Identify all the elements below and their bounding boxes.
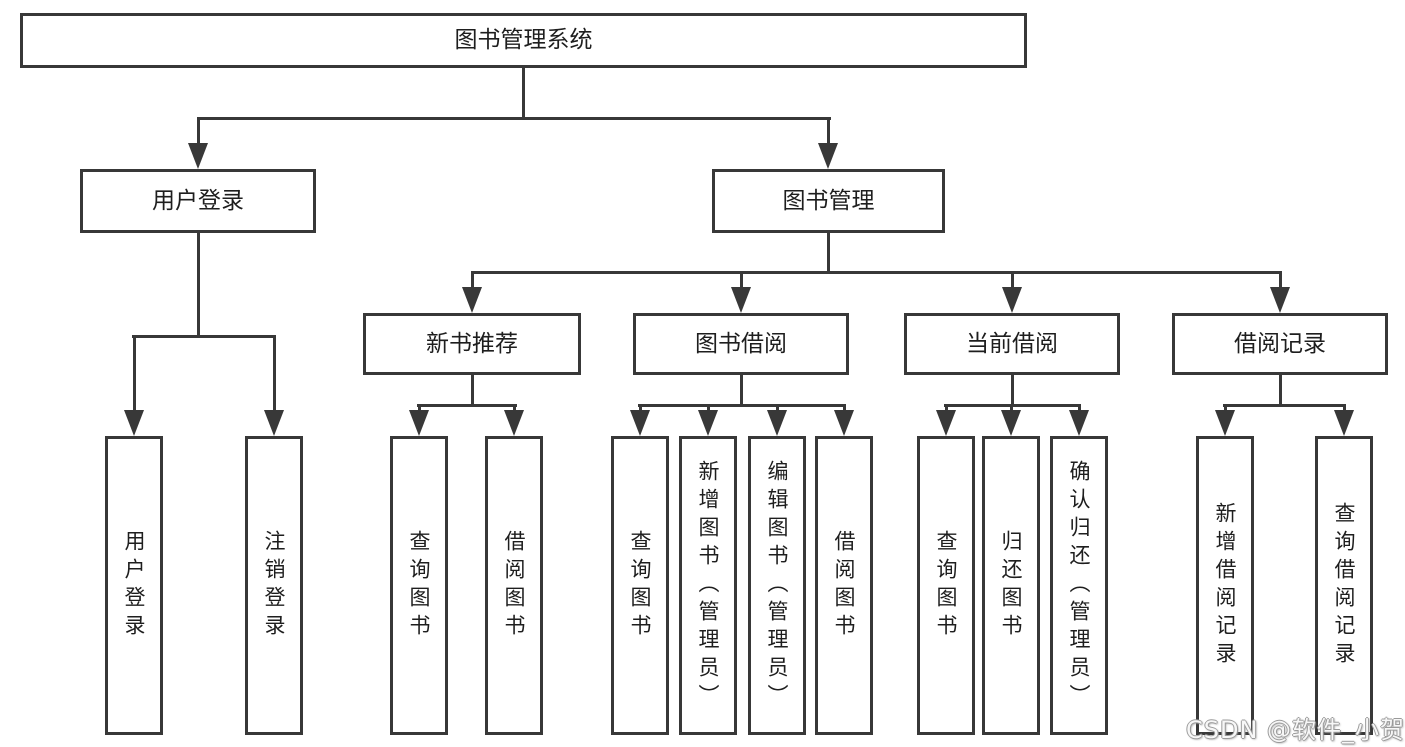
node-label: 用户登录 xyxy=(152,187,244,214)
arrow-down-icon xyxy=(936,410,956,436)
connector-line xyxy=(945,404,948,414)
arrow-down-icon xyxy=(462,287,482,313)
connector-line xyxy=(132,335,276,338)
node-book-management: 图书管理 xyxy=(712,169,945,233)
leaf-query-borrow-record: 查询借阅记录 xyxy=(1315,436,1373,735)
leaf-label: 借阅图书 xyxy=(832,529,857,642)
leaf-label: 查询借阅记录 xyxy=(1332,501,1357,670)
connector-line xyxy=(639,404,642,414)
connector-line xyxy=(707,404,710,414)
node-current-borrowing: 当前借阅 xyxy=(904,313,1120,375)
connector-line xyxy=(1011,375,1014,406)
connector-line xyxy=(133,335,136,412)
leaf-query-books-recommend: 查询图书 xyxy=(390,436,448,735)
arrow-down-icon xyxy=(1069,410,1089,436)
connector-line xyxy=(1010,404,1013,414)
connector-line xyxy=(1279,375,1282,406)
connector-line xyxy=(513,404,516,414)
leaf-label: 查询图书 xyxy=(934,529,959,642)
connector-line xyxy=(638,404,846,407)
connector-line xyxy=(197,117,200,145)
node-borrowing-records: 借阅记录 xyxy=(1172,313,1388,375)
arrow-down-icon xyxy=(731,287,751,313)
arrow-down-icon xyxy=(1215,410,1235,436)
node-book-borrowing: 图书借阅 xyxy=(633,313,849,375)
leaf-return-books: 归还图书 xyxy=(982,436,1040,735)
leaf-label: 借阅图书 xyxy=(502,529,527,642)
connector-line xyxy=(740,375,743,406)
node-label: 图书借阅 xyxy=(695,330,787,357)
node-root-library-management-system: 图书管理系统 xyxy=(20,13,1027,68)
connector-line xyxy=(418,404,421,414)
arrow-down-icon xyxy=(1270,287,1290,313)
connector-line xyxy=(1078,404,1081,414)
connector-line xyxy=(417,404,517,407)
leaf-borrow-books: 借阅图书 xyxy=(815,436,873,735)
connector-line xyxy=(776,404,779,414)
arrow-down-icon xyxy=(124,410,144,436)
node-user-login: 用户登录 xyxy=(80,169,316,233)
leaf-label: 新增借阅记录 xyxy=(1213,501,1238,670)
leaf-edit-books-admin: 编辑图书（管理员） xyxy=(748,436,806,735)
arrow-down-icon xyxy=(630,410,650,436)
node-label: 新书推荐 xyxy=(426,330,518,357)
connector-line xyxy=(827,117,830,145)
arrow-down-icon xyxy=(188,143,208,169)
node-new-book-recommendation: 新书推荐 xyxy=(363,313,581,375)
connector-line xyxy=(827,233,830,272)
connector-line xyxy=(1343,404,1346,414)
connector-line xyxy=(1011,271,1014,289)
arrow-down-icon xyxy=(818,143,838,169)
arrow-down-icon xyxy=(504,410,524,436)
connector-line xyxy=(197,117,831,120)
arrow-down-icon xyxy=(698,410,718,436)
connector-line xyxy=(471,271,1282,274)
leaf-add-books-admin: 新增图书（管理员） xyxy=(679,436,737,735)
connector-line xyxy=(522,68,525,118)
leaf-label: 查询图书 xyxy=(628,529,653,642)
leaf-confirm-return-admin: 确认归还（管理员） xyxy=(1050,436,1108,735)
connector-line xyxy=(273,335,276,412)
leaf-label: 编辑图书（管理员） xyxy=(765,459,790,712)
node-label: 图书管理 xyxy=(782,187,875,214)
node-label: 图书管理系统 xyxy=(454,27,593,53)
leaf-user-login: 用户登录 xyxy=(105,436,163,735)
connector-line xyxy=(843,404,846,414)
leaf-query-books-current: 查询图书 xyxy=(917,436,975,735)
leaf-label: 注销登录 xyxy=(262,529,287,642)
connector-line xyxy=(471,271,474,289)
leaf-label: 确认归还（管理员） xyxy=(1067,459,1092,712)
arrow-down-icon xyxy=(1002,287,1022,313)
arrow-down-icon xyxy=(264,410,284,436)
leaf-borrow-books-recommend: 借阅图书 xyxy=(485,436,543,735)
arrow-down-icon xyxy=(1001,410,1021,436)
connector-line xyxy=(1223,404,1346,407)
leaf-label: 用户登录 xyxy=(122,529,147,642)
arrow-down-icon xyxy=(834,410,854,436)
connector-line xyxy=(1224,404,1227,414)
leaf-label: 归还图书 xyxy=(999,529,1024,642)
leaf-add-borrow-record: 新增借阅记录 xyxy=(1196,436,1254,735)
leaf-logout: 注销登录 xyxy=(245,436,303,735)
arrow-down-icon xyxy=(409,410,429,436)
arrow-down-icon xyxy=(1334,410,1354,436)
connector-line xyxy=(471,375,474,406)
arrow-down-icon xyxy=(767,410,787,436)
csdn-watermark: CSDN @软件_小贺同学 xyxy=(1186,716,1405,744)
leaf-label: 新增图书（管理员） xyxy=(696,459,721,712)
node-label: 借阅记录 xyxy=(1234,330,1326,357)
leaf-query-books-borrowing: 查询图书 xyxy=(611,436,669,735)
node-label: 当前借阅 xyxy=(966,330,1058,357)
leaf-label: 查询图书 xyxy=(407,529,432,642)
connector-line xyxy=(740,271,743,289)
connector-line xyxy=(197,233,200,337)
connector-line xyxy=(1279,271,1282,289)
